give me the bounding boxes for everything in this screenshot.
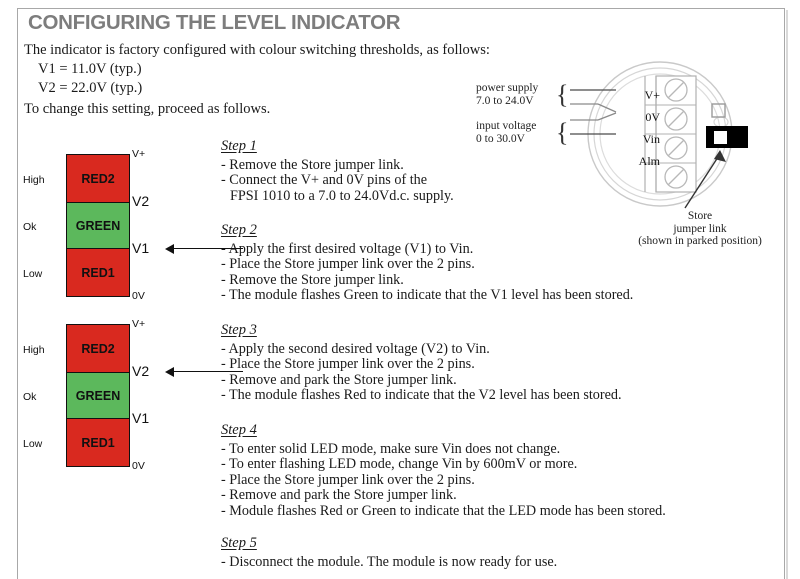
step-3-line-4: - The module flashes Red to indicate tha…: [221, 387, 622, 404]
led-1-side-label-ok: Ok: [23, 221, 37, 233]
step-4-line-4: - Remove and park the Store jumper link.: [221, 487, 457, 504]
led-1-side-label-low: Low: [23, 268, 43, 280]
terminal-screw-0v: [664, 107, 688, 131]
led-2-side-label-ok: Ok: [23, 391, 37, 403]
brace-power-supply: {: [556, 80, 569, 109]
step-4-line-2: - To enter flashing LED mode, change Vin…: [221, 456, 578, 473]
led-2-tick-v1: V1: [132, 410, 150, 426]
step-2-line-4: - The module flashes Green to indicate t…: [221, 287, 634, 304]
step-1-line-2: - Connect the V+ and 0V pins of the: [221, 172, 428, 189]
led-2-side-label-high: High: [23, 344, 45, 356]
step-4-title: Step 4: [221, 422, 257, 438]
store-jumper-link-pin-window: [714, 131, 727, 144]
step-3-title: Step 3: [221, 322, 257, 338]
wire-label-power-supply: power supply 7.0 to 24.0V: [476, 82, 538, 108]
pointer-arrow-to-v1: [165, 243, 243, 254]
jumper-leader-arrowhead-icon: [714, 150, 726, 162]
led-1-tick-v1: V1: [132, 240, 150, 256]
terminal-screw-vplus: [664, 78, 688, 102]
arrow-shaft: [173, 248, 243, 250]
led-1-segment-red2: RED2: [67, 155, 129, 202]
step-4-line-5: - Module flashes Red or Green to indicat…: [221, 502, 666, 519]
wire-label-input-line-1: input voltage: [476, 120, 537, 132]
step-block-2: Step 2 - Apply the first desired voltage…: [221, 222, 633, 304]
page-border-shadow: [786, 10, 788, 579]
step-1-title: Step 1: [221, 138, 257, 154]
step-3-line-1: - Apply the second desired voltage (V2) …: [221, 341, 490, 357]
led-1-tick-0v: 0V: [132, 290, 145, 302]
terminal-screw-vin: [664, 136, 688, 160]
step-2-title: Step 2: [221, 222, 257, 238]
led-2-side-label-low: Low: [23, 438, 43, 450]
module-connector-diagram: power supply 7.0 to 24.0V input voltage …: [470, 58, 790, 253]
arrow-shaft: [173, 371, 243, 373]
step-5-line-1: - Disconnect the module. The module is n…: [221, 554, 558, 570]
pointer-arrow-to-v2: [165, 366, 243, 377]
wire-0v-upper-join: [597, 103, 617, 113]
store-jumper-caption-line-2: jumper link: [673, 222, 727, 235]
pin-label-vin: Vin: [642, 132, 660, 146]
store-jumper-caption-line-3: (shown in parked position): [638, 235, 762, 247]
pin-label-vplus: V+: [644, 88, 660, 102]
step-block-3: Step 3 - Apply the second desired voltag…: [221, 322, 622, 404]
brace-input-voltage: {: [556, 118, 569, 147]
jumper-leader-line: [684, 153, 721, 209]
page-title: CONFIGURING THE LEVEL INDICATOR: [28, 11, 401, 34]
step-4-line-3: - Place the Store jumper link over the 2…: [221, 471, 475, 488]
step-2-line-1: - Apply the first desired voltage (V1) t…: [221, 241, 474, 257]
led-bar-diagram-1: High Ok Low RED2 GREEN RED1 V+ V2 V1 0V: [22, 142, 243, 307]
step-block-1: Step 1 - Remove the Store jumper link. -…: [221, 138, 454, 204]
led-1-stack: RED2 GREEN RED1: [66, 154, 130, 297]
store-jumper-caption-line-1: Store: [687, 210, 713, 222]
led-2-segment-red2: RED2: [67, 325, 129, 372]
terminal-screw-alm: [664, 165, 688, 189]
arrow-head-icon: [165, 366, 174, 377]
led-1-tick-vplus: V+: [132, 148, 146, 160]
step-2-line-2: - Place the Store jumper link over the 2…: [221, 256, 475, 273]
proceed-instruction: To change this setting, proceed as follo…: [24, 101, 271, 117]
pin-label-alm: Alm: [638, 154, 660, 168]
arrow-head-icon: [165, 243, 174, 254]
wire-0v-lower-join: [597, 112, 617, 121]
step-3-line-3: - Remove and park the Store jumper link.: [221, 371, 457, 388]
threshold-v1-value: V1 = 11.0V (typ.): [38, 61, 142, 77]
step-4-line-1: - To enter solid LED mode, make sure Vin…: [221, 441, 561, 457]
led-bar-diagram-2: High Ok Low RED2 GREEN RED1 V+ V2 V1 0V: [22, 312, 243, 477]
led-1-side-label-high: High: [23, 174, 45, 186]
step-block-5: Step 5 - Disconnect the module. The modu…: [221, 535, 557, 570]
step-block-4: Step 4 - To enter solid LED mode, make s…: [221, 422, 666, 519]
pin-label-0v: 0V: [645, 110, 660, 124]
led-2-tick-v2: V2: [132, 363, 150, 379]
threshold-v2-value: V2 = 22.0V (typ.): [38, 80, 143, 96]
step-1-line-3: FPSI 1010 to a 7.0 to 24.0Vd.c. supply.: [230, 187, 454, 204]
led-1-tick-v2: V2: [132, 193, 150, 209]
store-jumper-caption: Store jumper link (shown in parked posit…: [610, 210, 790, 248]
step-1-line-1: - Remove the Store jumper link.: [221, 157, 404, 173]
module-body-svg: [570, 61, 748, 209]
intro-paragraph: The indicator is factory configured with…: [24, 42, 490, 58]
wire-label-input-line-2: 0 to 30.0V: [476, 133, 525, 145]
led-2-stack: RED2 GREEN RED1: [66, 324, 130, 467]
wire-label-input-voltage: input voltage 0 to 30.0V: [476, 120, 536, 146]
spare-pin-outline: [711, 103, 726, 118]
led-1-segment-red1: RED1: [67, 249, 129, 296]
wire-label-power-line-2: 7.0 to 24.0V: [476, 95, 534, 107]
housing-tab: [713, 116, 729, 128]
step-3-line-2: - Place the Store jumper link over the 2…: [221, 356, 475, 373]
led-2-segment-red1: RED1: [67, 419, 129, 466]
led-1-segment-green: GREEN: [67, 202, 129, 249]
wire-label-power-line-1: power supply: [476, 82, 539, 94]
step-2-line-3: - Remove the Store jumper link.: [221, 271, 404, 288]
led-2-tick-0v: 0V: [132, 460, 145, 472]
step-5-title: Step 5: [221, 535, 257, 551]
led-2-tick-vplus: V+: [132, 318, 146, 330]
led-2-segment-green: GREEN: [67, 372, 129, 419]
